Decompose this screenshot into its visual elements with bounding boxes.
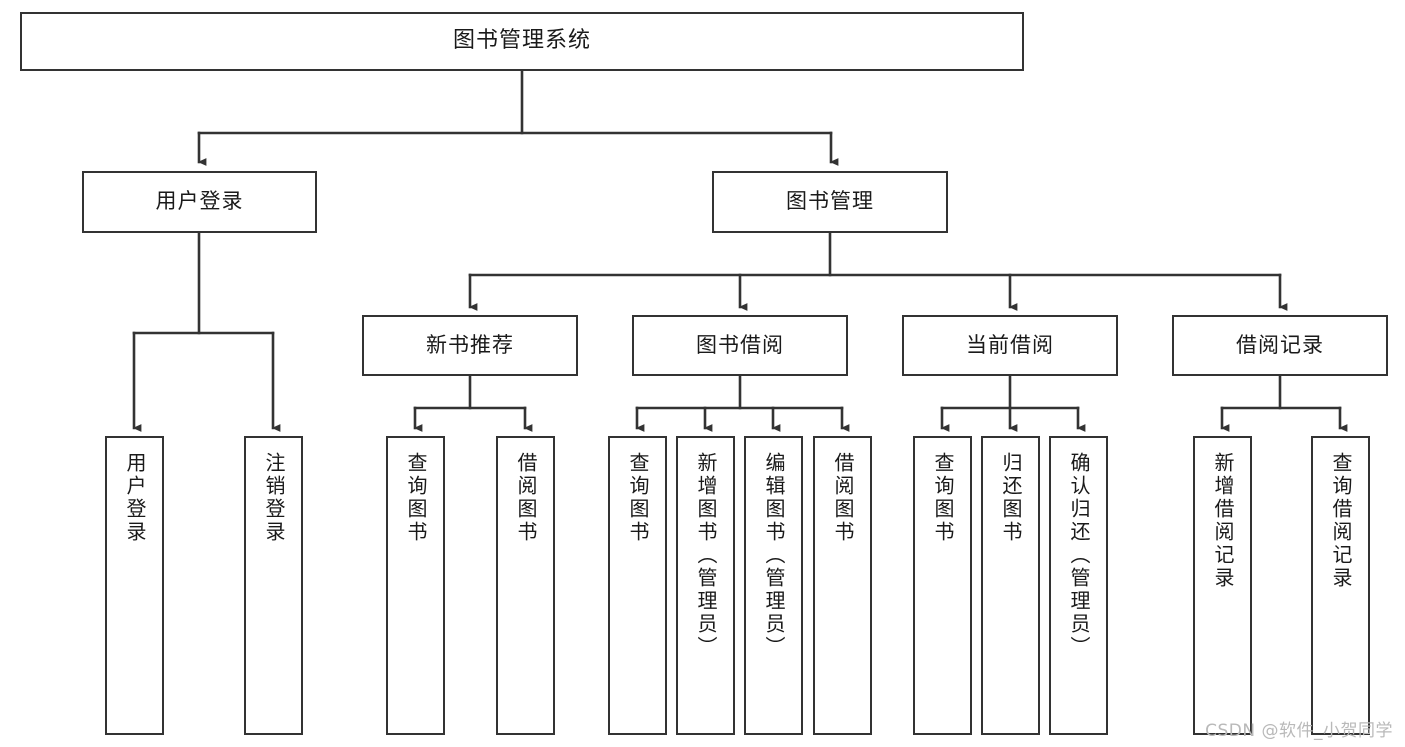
node-label: 图书管理系统 (452, 28, 591, 54)
leaf-current-borrow-confirm-return[interactable]: 确认归还（管理员） (1049, 436, 1108, 735)
node-label: 借阅记录 (1236, 332, 1324, 357)
leaf-new-book-borrow[interactable]: 借阅图书 (496, 436, 555, 735)
node-label: 借阅图书 (514, 452, 538, 544)
node-label: 图书管理 (786, 189, 874, 214)
node-label: 归还图书 (999, 452, 1023, 544)
leaf-current-borrow-query[interactable]: 查询图书 (913, 436, 972, 735)
node-label: 查询图书 (626, 452, 650, 544)
leaf-borrow-record-query[interactable]: 查询借阅记录 (1311, 436, 1370, 735)
node-label: 用户登录 (123, 452, 147, 544)
leaf-new-book-query[interactable]: 查询图书 (386, 436, 445, 735)
leaf-book-borrow-add[interactable]: 新增图书（管理员） (676, 436, 735, 735)
csdn-watermark: CSDN @软件_小贺同学 (1205, 721, 1393, 741)
leaf-borrow-record-add[interactable]: 新增借阅记录 (1193, 436, 1252, 735)
node-book-borrow[interactable]: 图书借阅 (632, 315, 848, 376)
node-label: 查询借阅记录 (1329, 452, 1353, 590)
node-label: 查询图书 (404, 452, 428, 544)
node-label: 新书推荐 (426, 332, 514, 357)
node-label: 图书借阅 (696, 332, 784, 357)
node-root-system[interactable]: 图书管理系统 (20, 12, 1024, 71)
node-label: 新增图书（管理员） (694, 452, 718, 659)
node-user-login[interactable]: 用户登录 (82, 171, 317, 233)
node-book-management[interactable]: 图书管理 (712, 171, 948, 233)
node-label: 编辑图书（管理员） (762, 452, 786, 659)
node-label: 用户登录 (155, 189, 244, 214)
leaf-book-borrow-borrow[interactable]: 借阅图书 (813, 436, 872, 735)
node-borrow-record[interactable]: 借阅记录 (1172, 315, 1388, 376)
node-label: 确认归还（管理员） (1067, 452, 1091, 659)
leaf-book-borrow-edit[interactable]: 编辑图书（管理员） (744, 436, 803, 735)
leaf-book-borrow-query[interactable]: 查询图书 (608, 436, 667, 735)
node-label: 新增借阅记录 (1211, 452, 1235, 590)
leaf-user-login-logout[interactable]: 注销登录 (244, 436, 303, 735)
node-label: 注销登录 (262, 452, 286, 544)
leaf-current-borrow-return[interactable]: 归还图书 (981, 436, 1040, 735)
node-label: 查询图书 (931, 452, 955, 544)
node-current-borrow[interactable]: 当前借阅 (902, 315, 1118, 376)
leaf-user-login-login[interactable]: 用户登录 (105, 436, 164, 735)
node-new-book-recommend[interactable]: 新书推荐 (362, 315, 578, 376)
node-label: 借阅图书 (831, 452, 855, 544)
node-label: 当前借阅 (966, 332, 1054, 357)
